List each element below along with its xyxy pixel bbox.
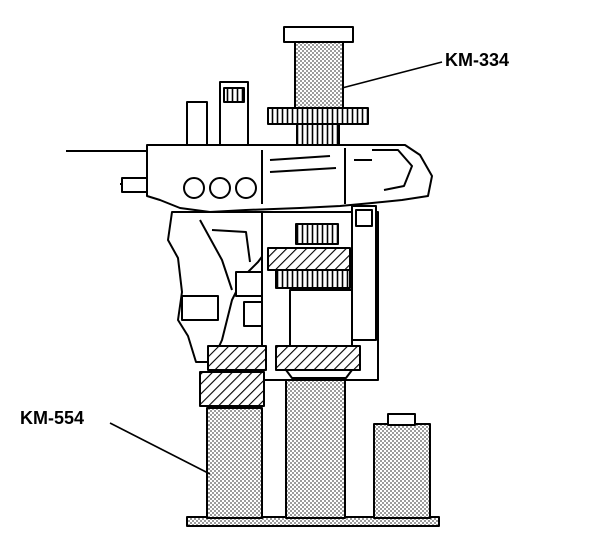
shaft-sleeve bbox=[289, 289, 353, 347]
housing-bolt-2 bbox=[209, 177, 231, 199]
gear-2-bevel bbox=[285, 369, 353, 379]
right-post bbox=[373, 423, 431, 519]
right-post-cap bbox=[387, 413, 416, 426]
housing-bolt-3 bbox=[235, 177, 257, 199]
gear-2 bbox=[275, 345, 361, 371]
lower-gear-ring bbox=[199, 371, 265, 407]
lower-gear bbox=[207, 345, 267, 371]
callout-km-334: KM-334 bbox=[445, 50, 509, 70]
gear-1-teeth bbox=[275, 269, 351, 289]
leader-line-km334 bbox=[341, 61, 443, 89]
right-selector bbox=[351, 205, 377, 341]
press-tool-shaft bbox=[294, 41, 344, 113]
top-gear bbox=[267, 107, 369, 125]
housing-ribs bbox=[269, 155, 372, 173]
synchro-ring-1 bbox=[295, 223, 339, 245]
leader-line-km554 bbox=[109, 422, 211, 475]
top-gear-hub bbox=[296, 123, 340, 147]
center-support-column bbox=[285, 375, 346, 519]
left-flange bbox=[121, 177, 148, 193]
housing-bolt-1 bbox=[183, 177, 205, 199]
selector-rod-top bbox=[186, 101, 208, 147]
right-selector-tip bbox=[355, 209, 373, 227]
housing-right-lug bbox=[372, 149, 413, 191]
gear-1 bbox=[267, 247, 351, 271]
left-support-column bbox=[206, 407, 263, 519]
press-tool-cap bbox=[283, 26, 354, 43]
upright-shaft-teeth bbox=[223, 87, 245, 103]
fork-pad-1 bbox=[181, 295, 219, 321]
callout-km-554: KM-554 bbox=[20, 408, 84, 428]
fork-detail bbox=[199, 219, 251, 291]
